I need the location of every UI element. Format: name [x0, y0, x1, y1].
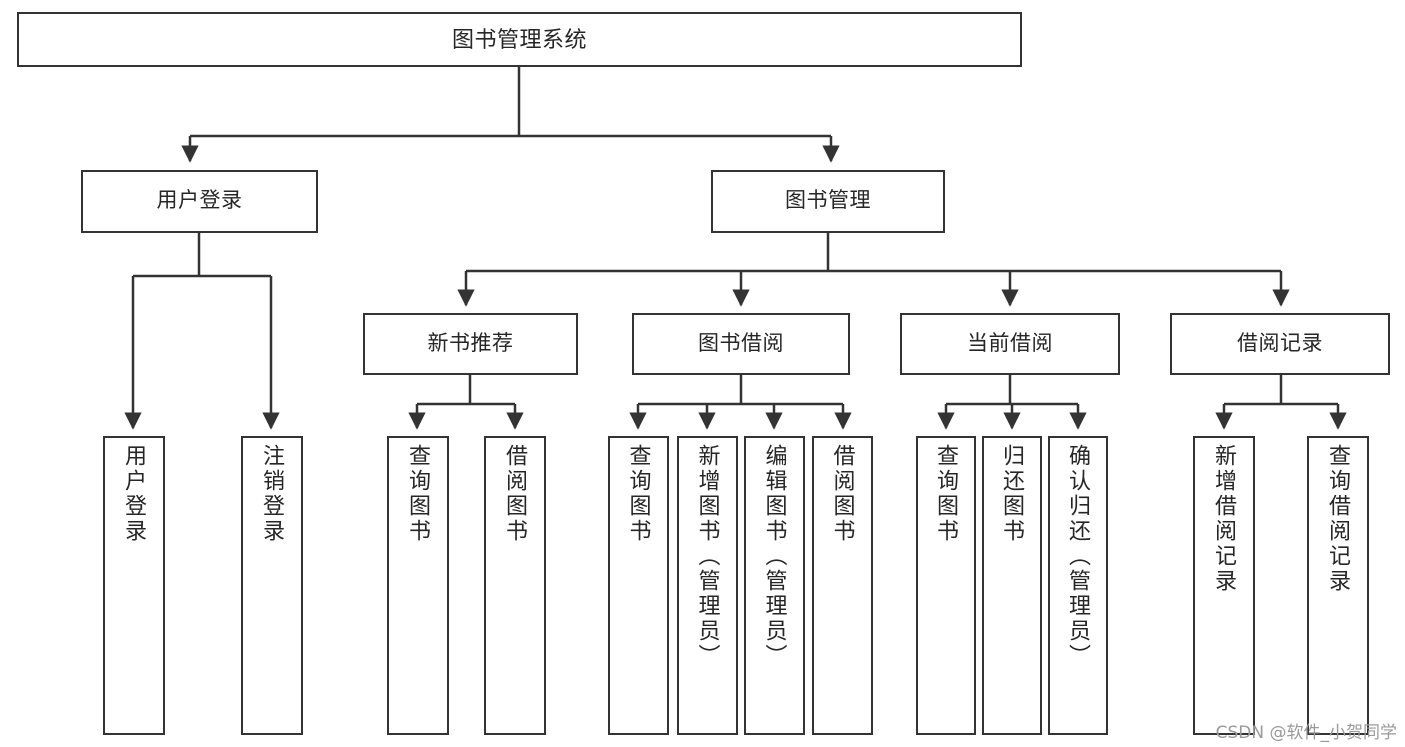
- leaf-confirm-return-admin[interactable]: 确认归还（管理员）: [1048, 436, 1108, 735]
- node-label: 图书管理系统: [451, 26, 587, 52]
- node-user-login[interactable]: 用户登录: [81, 170, 318, 233]
- node-label: 新增图书（管理员）: [695, 444, 721, 669]
- node-label: 用户登录: [122, 444, 147, 544]
- node-borrow-record[interactable]: 借阅记录: [1170, 313, 1390, 375]
- leaf-add-borrow-record[interactable]: 新增借阅记录: [1193, 436, 1255, 735]
- leaf-add-book-admin[interactable]: 新增图书（管理员）: [677, 436, 738, 735]
- node-label: 借阅记录: [1237, 331, 1323, 355]
- node-label: 查询图书: [626, 444, 652, 544]
- node-label: 图书管理: [785, 189, 871, 213]
- node-label: 查询借阅记录: [1326, 444, 1351, 594]
- node-label: 当前借阅: [967, 331, 1053, 355]
- node-new-book-recommend[interactable]: 新书推荐: [363, 313, 578, 375]
- node-label: 归还图书: [1000, 444, 1025, 544]
- node-root-book-management-system[interactable]: 图书管理系统: [17, 12, 1022, 67]
- leaf-borrow-query-book[interactable]: 查询图书: [608, 436, 669, 735]
- leaf-edit-book-admin[interactable]: 编辑图书（管理员）: [744, 436, 805, 735]
- node-book-borrow[interactable]: 图书借阅: [632, 313, 850, 375]
- leaf-user-login[interactable]: 用户登录: [103, 436, 165, 735]
- leaf-new-borrow-book[interactable]: 借阅图书: [484, 436, 546, 735]
- leaf-return-book[interactable]: 归还图书: [982, 436, 1042, 735]
- leaf-logout[interactable]: 注销登录: [241, 436, 303, 735]
- node-label: 注销登录: [260, 444, 285, 544]
- node-label: 借阅图书: [503, 444, 528, 544]
- node-label: 图书借阅: [698, 331, 784, 355]
- node-label: 查询图书: [406, 444, 431, 544]
- node-label: 查询图书: [934, 444, 959, 544]
- node-label: 编辑图书（管理员）: [762, 444, 788, 669]
- node-label: 确认归还（管理员）: [1066, 444, 1091, 669]
- leaf-borrow-book[interactable]: 借阅图书: [812, 436, 873, 735]
- node-label: 新增借阅记录: [1212, 444, 1237, 594]
- node-book-management[interactable]: 图书管理: [711, 170, 945, 233]
- node-label: 用户登录: [156, 189, 243, 213]
- leaf-current-query-book[interactable]: 查询图书: [916, 436, 976, 735]
- node-label: 借阅图书: [830, 444, 856, 544]
- watermark-text: CSDN @软件_小贺同学: [1215, 723, 1397, 743]
- leaf-query-borrow-record[interactable]: 查询借阅记录: [1307, 436, 1369, 735]
- leaf-new-query-book[interactable]: 查询图书: [387, 436, 449, 735]
- node-label: 新书推荐: [427, 331, 514, 355]
- node-current-borrow[interactable]: 当前借阅: [900, 313, 1120, 375]
